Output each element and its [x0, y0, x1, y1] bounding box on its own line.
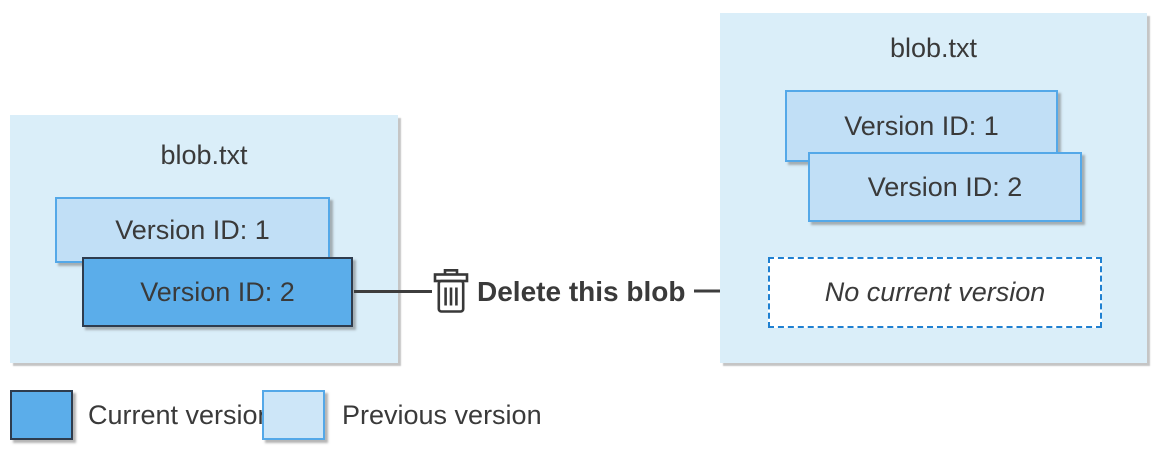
before-blob-title: blob.txt — [160, 140, 248, 170]
before-version-1-box: Version ID: 1 — [55, 197, 330, 263]
legend-label-previous-version: Previous version — [342, 399, 542, 430]
after-version-2-box: Version ID: 2 — [808, 152, 1082, 222]
before-version-2-label: Version ID: 2 — [140, 276, 295, 307]
before-version-2-box: Version ID: 2 — [82, 257, 353, 327]
trash-icon — [433, 269, 469, 313]
after-version-2-label: Version ID: 2 — [867, 171, 1023, 202]
legend-swatch-previous-version — [262, 390, 325, 440]
after-blob-title: blob.txt — [889, 33, 978, 63]
before-version-1-label: Version ID: 1 — [115, 214, 270, 245]
legend-label-current-version: Current version — [88, 399, 273, 430]
connector-line-left — [354, 290, 432, 293]
delete-action-label: Delete this blob — [477, 276, 686, 307]
no-current-version-slot: No current version — [768, 257, 1102, 328]
after-version-1-label: Version ID: 1 — [844, 110, 999, 141]
legend-swatch-current-version — [10, 390, 73, 440]
no-current-version-label: No current version — [824, 277, 1046, 307]
